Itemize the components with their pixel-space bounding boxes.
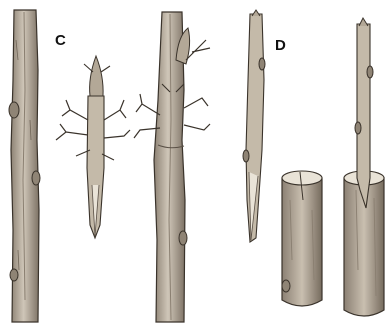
grafted-stem-middle [134, 12, 210, 322]
panel-label-c: C [55, 32, 66, 49]
scion-slant-cut [243, 10, 265, 242]
rootstock-stump-cleft [282, 171, 322, 306]
panel-label-d: D [275, 37, 286, 54]
panel-c: C [9, 10, 210, 322]
panel-d: D [243, 10, 384, 316]
scion-wedge [56, 56, 130, 238]
rootstock-with-inserted-scion [344, 18, 384, 316]
rootstock-stem-left [9, 10, 40, 322]
